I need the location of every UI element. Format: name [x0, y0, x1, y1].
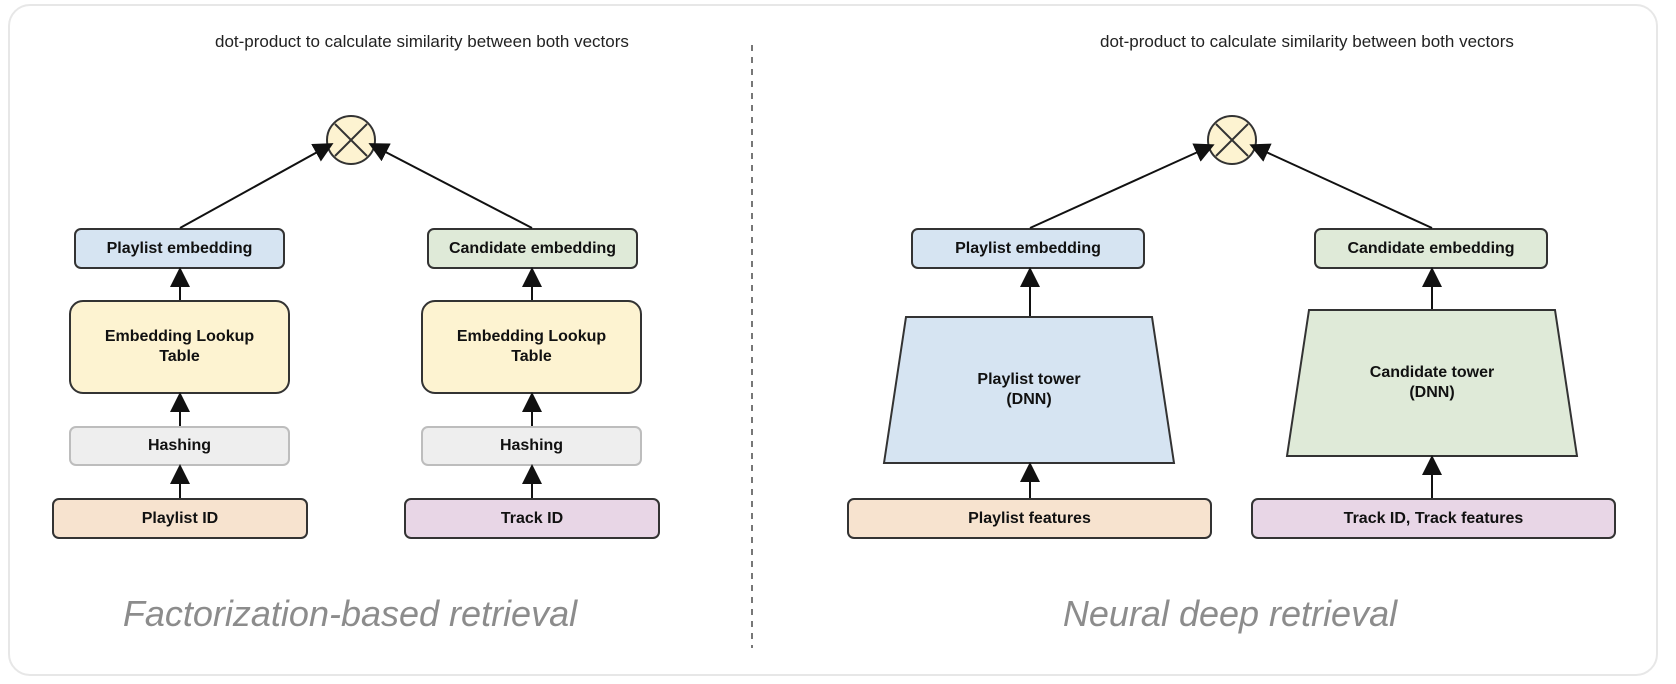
- right-playlist-tower-shape: [882, 316, 1176, 464]
- left-candidate-embedding-node: Candidate embedding: [427, 228, 638, 269]
- left-playlist-hashing-node: Hashing: [69, 426, 290, 466]
- right-track-features-node: Track ID, Track features: [1251, 498, 1616, 539]
- right-candidate-tower-label: Candidate tower (DNN): [1369, 364, 1495, 401]
- right-panel-caption: Neural deep retrieval: [1062, 593, 1398, 634]
- right-playlist-features-node: Playlist features: [847, 498, 1212, 539]
- right-playlist-tower-label: Playlist tower (DNN): [977, 371, 1081, 408]
- left-playlist-embedding-node: Playlist embedding: [74, 228, 285, 269]
- left-candidate-lookup-table-node: Embedding Lookup Table: [421, 300, 642, 394]
- left-candidate-to-operator-arrow: [368, 143, 533, 229]
- right-playlist-embedding-node: Playlist embedding: [911, 228, 1145, 269]
- right-candidate-to-operator-arrow: [1249, 143, 1433, 229]
- right-candidate-embedding-node: Candidate embedding: [1314, 228, 1548, 269]
- left-dot-product-operator-icon: [326, 115, 376, 165]
- left-track-id-node: Track ID: [404, 498, 660, 539]
- left-panel-caption: Factorization-based retrieval: [122, 593, 578, 634]
- left-playlist-to-operator-arrow: [179, 143, 334, 229]
- left-playlist-id-node: Playlist ID: [52, 498, 308, 539]
- left-candidate-hashing-node: Hashing: [421, 426, 642, 466]
- right-dot-product-operator-icon: [1207, 115, 1257, 165]
- left-playlist-lookup-table-node: Embedding Lookup Table: [69, 300, 290, 394]
- right-playlist-to-operator-arrow: [1029, 143, 1215, 229]
- right-candidate-tower-shape: [1285, 309, 1579, 457]
